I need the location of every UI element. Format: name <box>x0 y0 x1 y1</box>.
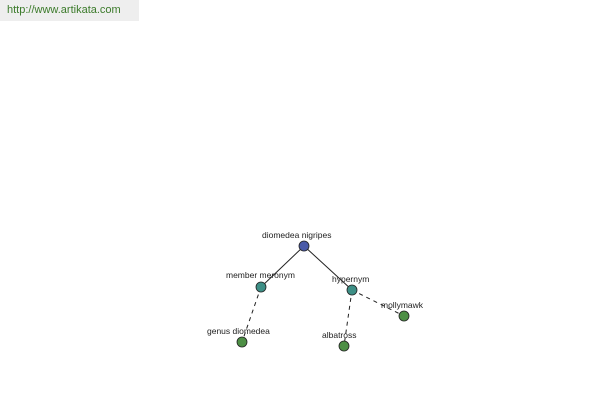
edge-root-to-member-meronym <box>260 245 305 288</box>
node-member-meronym[interactable] <box>255 281 267 293</box>
node-albatross[interactable] <box>338 340 350 352</box>
node-label-member-meronym: member meronym <box>226 270 295 280</box>
edge-hypernym-to-mollymawk <box>351 289 405 317</box>
node-label-hypernym: hypernym <box>332 274 369 284</box>
artikata-site-link[interactable]: http://www.artikata.com <box>0 0 139 21</box>
node-label-genus-diomedea: genus diomedea <box>207 326 270 336</box>
edge-member-meronym-to-genus-diomedea <box>241 286 262 343</box>
node-hypernym[interactable] <box>346 284 358 296</box>
node-genus-diomedea[interactable] <box>236 336 248 348</box>
node-label-mollymawk: mollymawk <box>381 300 424 310</box>
node-root[interactable] <box>298 240 310 252</box>
node-label-root: diomedea nigripes <box>262 230 331 240</box>
edge-hypernym-to-albatross <box>343 289 353 347</box>
node-mollymawk[interactable] <box>398 310 410 322</box>
edges-layer <box>241 245 405 347</box>
node-label-albatross: albatross <box>322 330 357 340</box>
nodes-layer: diomedea nigripes member meronym hypernym g… <box>207 230 424 352</box>
edge-root-to-hypernym <box>303 245 353 291</box>
